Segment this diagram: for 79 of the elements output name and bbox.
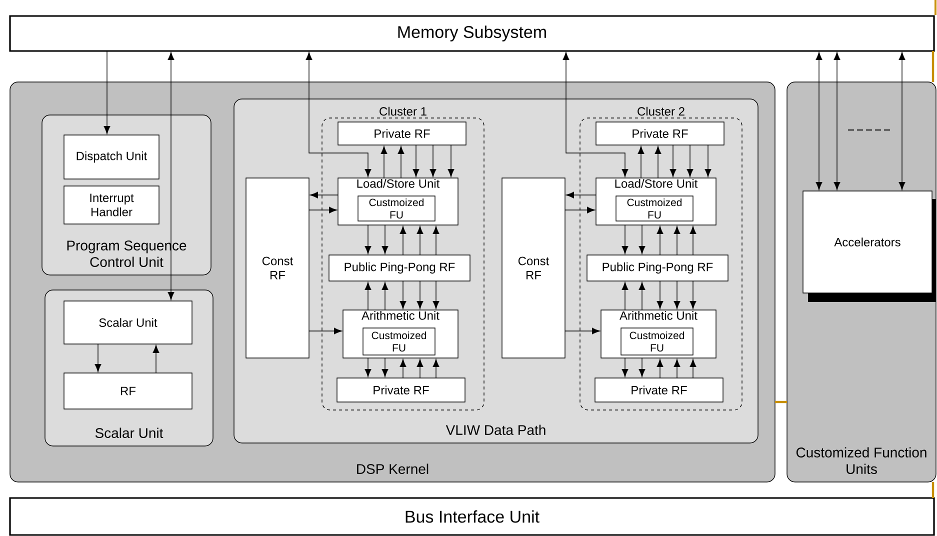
arrow [94,344,102,372]
arrow [152,345,160,374]
arrow [562,52,628,177]
arrow [834,52,840,190]
arrow [674,359,680,378]
arrow [432,226,440,256]
arrow [670,144,676,177]
arrow [364,224,372,254]
node-label: Cluster 2 [638,106,684,116]
arrow [306,52,372,177]
arrow [430,144,436,177]
arrow [412,144,420,177]
arrow [638,358,646,377]
unit-box: Custmoized FU [616,196,694,222]
arrow [674,280,680,309]
arrow [416,359,424,378]
arrow [382,224,388,254]
connector-line [932,482,934,498]
unit-box: Custmoized FU [358,196,436,222]
arrow [690,359,696,378]
bus-bar: Bus Interface Unit [9,497,935,536]
bus-bar: Memory Subsystem [9,15,935,52]
arrow [382,358,388,377]
arrow [104,50,110,134]
unit-box: Private RF [338,122,466,146]
arrow [564,206,595,214]
arrow [400,359,406,378]
unit-box: Private RF [596,122,724,146]
unit-box: Public Ping-Pong RF [586,254,728,282]
unit-box: Public Ping-Pong RF [328,254,470,282]
arrow [416,226,424,256]
arrow [674,226,680,256]
arrow [622,224,628,254]
unit-box: Private RF [336,378,466,402]
arrow [622,282,628,310]
arrow [564,328,600,334]
arrow [690,226,696,256]
arrow [432,280,440,309]
arrow [686,144,694,177]
arrow [638,282,646,310]
arrow [416,280,424,309]
arrow [566,192,596,198]
arrow [656,226,664,256]
unit-box: Accelerators [802,190,936,302]
unit-box: RF [64,372,192,410]
arrow [400,226,406,256]
arrow [690,280,696,309]
connector-line [775,400,787,404]
unit-box: Const RF [502,178,566,358]
arrow [308,206,337,214]
arrow [656,280,664,309]
arrow [638,146,644,178]
arrow [382,282,388,310]
arrow [448,144,454,177]
connector-line [932,51,934,82]
unit-box: Private RF [594,378,724,402]
unit-box: Scalar Unit [64,300,192,344]
unit-box: Dispatch Unit [64,134,160,180]
arrow [380,146,388,178]
arrow [898,52,906,190]
arrow [168,52,174,300]
arrow [654,146,662,178]
arrow [400,280,406,309]
unit-box: Custmoized FU [362,328,436,356]
unit-box: Custmoized FU [620,328,694,356]
unit-box: Interrupt Handler [64,186,160,224]
arrow [704,144,712,177]
arrow [656,359,664,378]
arrow [364,282,372,310]
arrow [308,328,342,334]
arrow [364,358,372,377]
arrow [816,52,822,190]
arrow [398,146,404,178]
arrow [638,224,646,254]
arrow [310,192,338,198]
arrow [432,359,440,378]
arrow [622,358,628,377]
unit-box: Const RF [246,178,310,358]
node-label: Cluster 1 [380,106,426,116]
